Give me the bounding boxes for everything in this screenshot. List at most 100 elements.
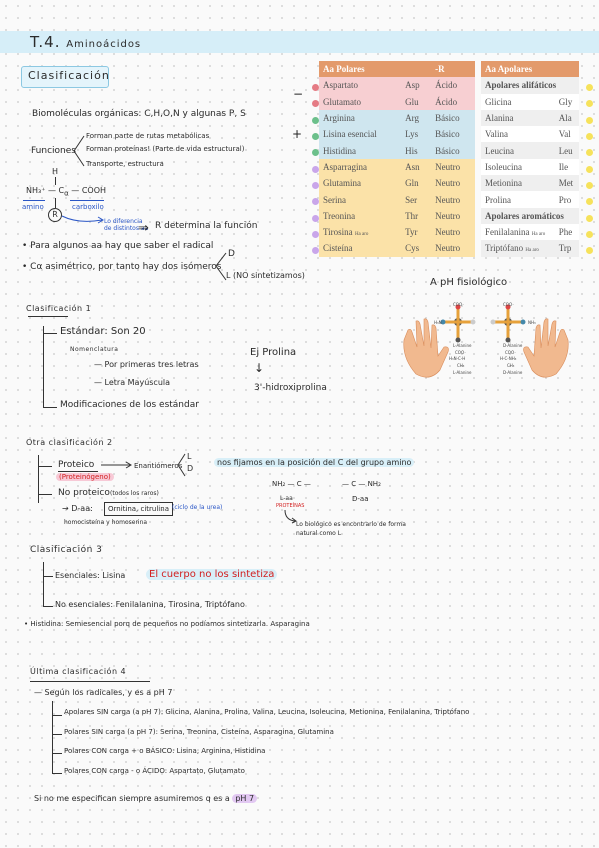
isomer-l: L (NO sintetizamos) [226,271,305,280]
aa-code: Lys [401,126,432,143]
footer-ph: pH 7 [232,794,258,803]
title-band [0,31,599,53]
aromatic-tag: Ha aro [531,232,546,238]
class1-heading: Clasificación 1 [26,304,92,313]
radical-arrow [61,215,104,224]
note-asymmetric: • Cα asimétrico, por tanto hay dos isóme… [22,262,222,272]
rule-2-text: Letra Mayúscula [104,378,171,387]
histidine-text: Histidina: Semiesencial porq de pequeños… [30,620,310,628]
fig-l-alanine: L-Alanine [453,343,472,348]
dot-acid-1 [312,84,319,91]
function-item-3: Transporte, estructura [86,160,164,168]
fig-fischer-h2: H [500,356,504,361]
class3-esenciales: Esenciales: Lisina [55,571,126,580]
aa-name: Arginina [319,109,402,127]
biomolecules-note: Biomoléculas orgánicas: C,H,O,N y alguna… [32,109,246,119]
aa-code: His [401,142,432,159]
fig-nh3: NH₃ [528,320,536,325]
aa-type: Neutro [431,207,475,224]
note-radical: • Para algunos aa hay que saber el radic… [22,241,214,251]
fig-d-alanine: D-Alanine [503,343,523,348]
aa-name: Treonina [319,207,402,224]
note-asymmetric-text: Cα asimétrico, por tanto hay dos isómero… [30,262,222,272]
aa-type: Neutro [431,175,475,192]
aa-type: Neutro [431,158,475,176]
fig-l-alanine-2: L-Alanine [453,370,472,375]
class2-ornithine-box: Ornitina, citrulina [104,502,173,516]
left-hand-icon [403,318,449,378]
functions-label: Funciones [31,146,76,156]
class2-fig-l: NH₂ — C — [272,480,311,488]
aliphatic-label: Apolares alifáticos [481,77,579,94]
aa-code: Asn [401,158,432,176]
proteinogen-text: (Proteinógeno) [56,473,114,481]
aromatic-tag: Ha aro [525,248,539,254]
polar-header: Aa Polares [319,61,432,78]
class1-standard: Estándar: Son 20 [60,326,146,337]
structure-h: H [52,167,59,176]
dot-basic-1 [312,117,319,124]
aa-name: Alanina [481,109,555,127]
class2-heading: Otra clasificación 2 [26,438,113,447]
dot-apolar-7 [586,182,593,189]
aa-code: Leu [554,142,579,159]
aa-code: Thr [401,207,432,224]
dot-apolar-11 [586,247,593,254]
class2-l: L [187,452,192,461]
fig-ch3-1: CH₃ [457,363,465,368]
aromatic-tag: Ha aro [354,232,369,238]
aa-code: Glu [401,93,432,110]
structure-amino-group: NH₃⁺ — Cα — COOH [26,186,106,198]
fig-coo-4: COO⁻ [505,350,517,355]
class2-label-proteins: PROTEÍNAS [276,503,305,509]
aa-name-cell: Triptófano Ha aro [481,240,555,257]
sign-plus: + [292,127,303,141]
class4-item-3: Polares CON carga + o BÁSICO: Lisina, Ar… [64,747,266,755]
aa-name: Tirosina [323,227,353,238]
fig-d-alanine-2: D-Alanine [503,370,523,375]
class2-all-rare: (todos los raros) [110,490,159,497]
bio-arrow [284,509,297,524]
class3-red-note: El cuerpo no los sintetiza [146,569,278,580]
class4-heading: Última clasificación 4 [30,667,127,676]
aa-code: Ile [554,158,579,176]
class3-heading: Clasificación 3 [30,545,103,555]
aa-name: Triptófano [485,243,524,254]
aa-name-cell: Fenilalanina Ha aro [481,223,555,241]
isomer-brace [215,252,227,281]
dot-neutral-3 [312,198,319,205]
class2-proteico: Proteico [58,460,95,470]
red-note-text: El cuerpo no los sintetiza [146,569,278,580]
carboxyl-label: carboxilo [72,203,104,211]
apolar-subheader-aromatic: Apolares aromáticos [481,207,579,224]
functions-brace [73,135,85,167]
dot-neutral-4 [312,215,319,222]
ph-note: A pH fisiológico [430,277,508,288]
class2-urea-cycle: (ciclo de la urea) [172,504,223,511]
fig-fischer-l: H₃N-C-H [449,356,466,361]
enantiomer-brace [177,453,186,477]
l-alanine-molecule [440,304,476,343]
aa-code: Ser [401,191,432,208]
aa-name: Serina [319,191,402,208]
aa-type: Ácido [431,93,475,110]
footer-text: Si no me especifican siempre asumiremos … [34,794,230,803]
right-hand-icon [523,318,569,378]
class1-rule-1: — Por primeras tres letras [94,360,199,369]
class2-label-d: D-aa [352,495,369,503]
enantiomer-arrow [101,461,132,469]
class2-homo: homocisteína y homoserina [64,519,148,526]
aa-code: Trp [554,240,579,257]
aa-code: Pro [554,191,579,208]
